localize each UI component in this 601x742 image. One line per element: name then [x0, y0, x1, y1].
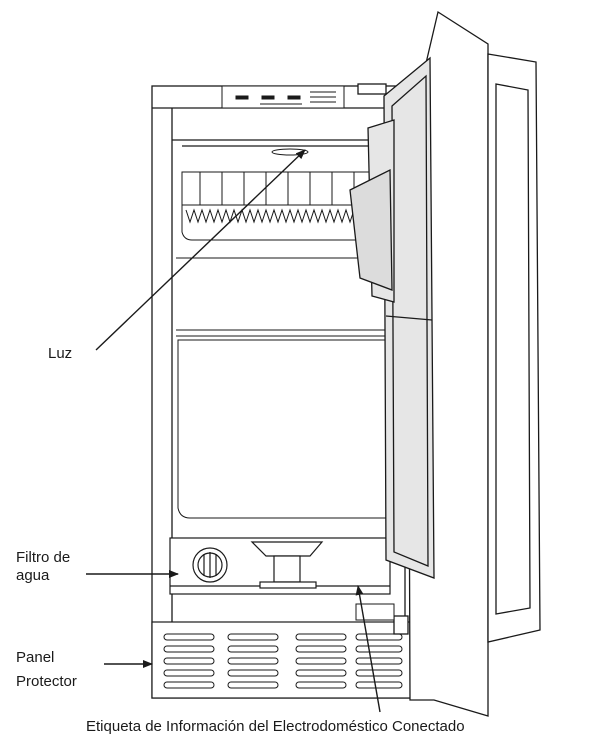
etiqueta-pointer-line — [355, 585, 381, 713]
label-etiqueta: Etiqueta de Información del Electrodomés… — [86, 718, 465, 735]
label-panel-line2: Protector — [16, 673, 77, 690]
appliance-label-sticker — [355, 603, 395, 621]
control-panel — [221, 85, 345, 109]
label-luz: Luz — [48, 345, 73, 362]
open-door — [349, 10, 541, 717]
label-filtro-line2: agua — [16, 567, 50, 584]
label-filtro-line1: Filtro de — [16, 549, 71, 566]
label-panel-line1: Panel — [16, 649, 55, 666]
luz-pointer-line — [95, 149, 306, 351]
water-filter-housing — [169, 537, 391, 595]
protector-panel — [151, 621, 429, 699]
